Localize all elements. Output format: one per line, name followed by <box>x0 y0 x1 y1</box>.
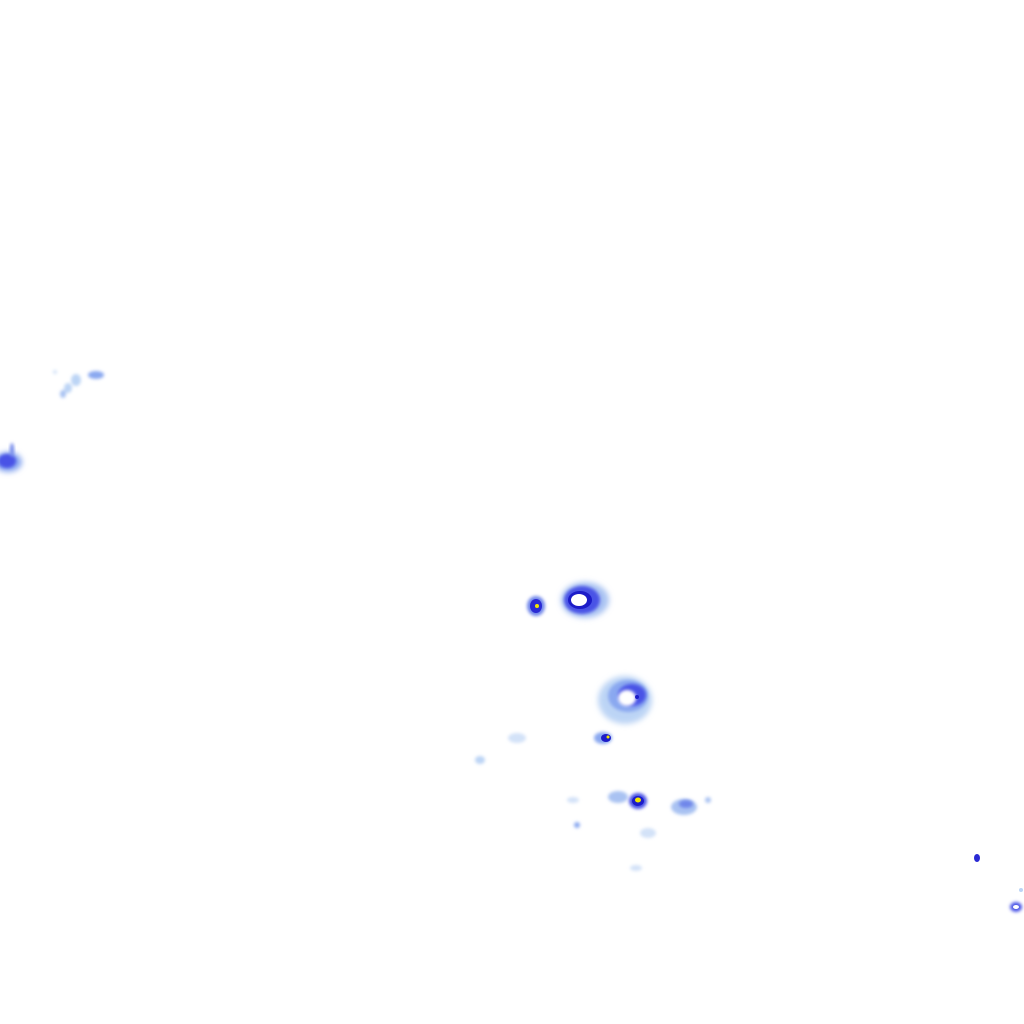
echo-cells-east <box>974 854 1023 912</box>
echo-cell-south-f <box>671 799 697 815</box>
echo-cell-west-edge <box>0 443 22 472</box>
echo-cell-central-b <box>561 582 609 618</box>
echo-cell-central-c <box>598 676 652 724</box>
echo-cell-central-a <box>527 596 545 616</box>
echo-cell-central-d <box>594 732 612 744</box>
echo-cell-south-e <box>629 793 647 809</box>
echo-cluster-northwest <box>53 370 104 398</box>
echo-scatter-south <box>475 733 711 871</box>
